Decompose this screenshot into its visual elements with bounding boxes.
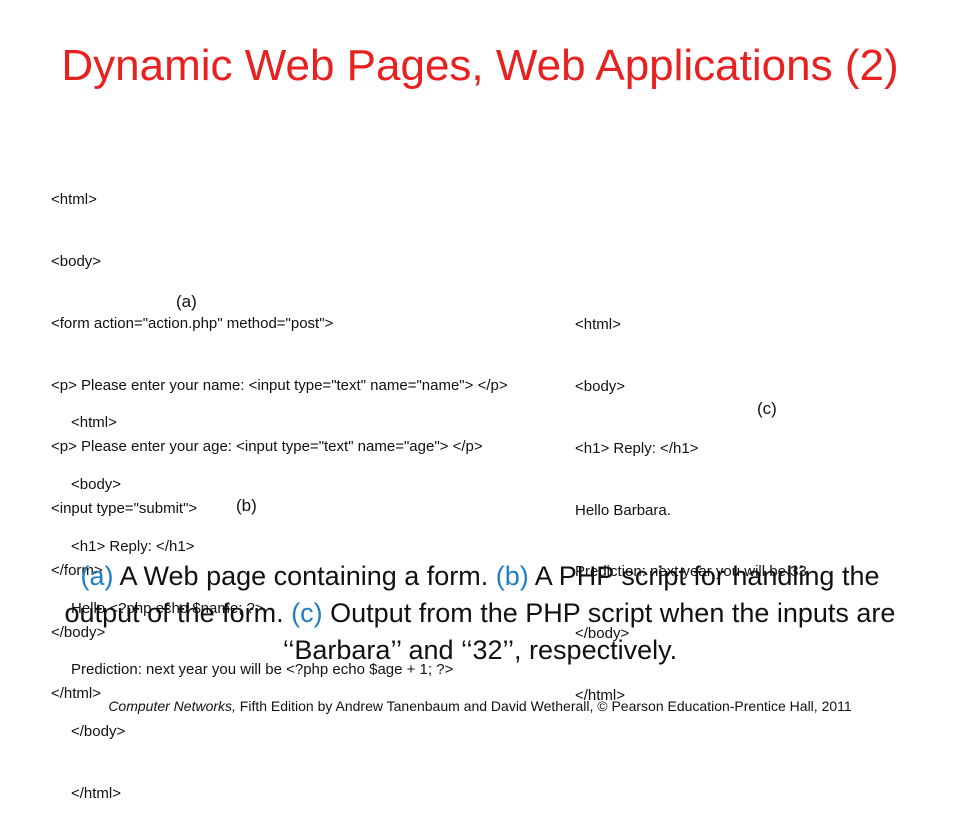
slide-title: Dynamic Web Pages, Web Applications (2) <box>61 41 899 90</box>
caption-tag-b: (b) <box>495 561 529 591</box>
code-line: <h1> Reply: </h1> <box>71 537 195 555</box>
code-line: <h1> Reply: </h1> <box>575 439 699 457</box>
code-line: <html> <box>575 316 621 334</box>
code-line: </html> <box>575 686 626 704</box>
code-line: <form action="action.php" method="post"> <box>51 314 334 332</box>
code-figure-c: <html> <body> <h1> Reply: </h1> Hello Ba… <box>575 274 807 727</box>
figure-label-b: (b) <box>236 496 257 515</box>
code-line: <body> <box>575 377 626 395</box>
code-line: </body> <box>575 625 630 643</box>
code-line: Prediction: next year you will be <?php … <box>71 661 454 679</box>
code-line: <p> Please enter your age: <input type="… <box>51 438 483 456</box>
code-line: </html> <box>71 784 122 802</box>
caption-text-a: A Web page containing a form. <box>113 561 496 591</box>
footer-book-title: Computer Networks, <box>108 698 236 714</box>
code-line: </form> <box>51 561 103 579</box>
code-line: Prediction: next year you will be 33 <box>575 563 807 581</box>
code-line: <body> <box>71 475 122 493</box>
footer-text: Fifth Edition by Andrew Tanenbaum and Da… <box>235 698 852 714</box>
slide-footer: Computer Networks, Fifth Edition by Andr… <box>0 697 960 715</box>
figure-label-a: (a) <box>176 292 197 311</box>
caption-text-c: Output from the PHP script when the inpu… <box>282 598 896 665</box>
code-figure-a: <html> <body> <form action="action.php" … <box>51 149 508 726</box>
code-line: <body> <box>51 252 102 270</box>
code-line: <input type="submit"> <box>51 500 198 518</box>
code-line: </html> <box>51 685 102 703</box>
caption-tag-c: (c) <box>291 598 323 628</box>
figure-label-c: (c) <box>757 399 777 418</box>
code-line: Hello <?php echo $name; ?>. <box>71 599 268 617</box>
caption-text-b: A PHP script for handling the output of … <box>64 561 880 628</box>
code-line: </body> <box>51 623 106 641</box>
code-line: <html> <box>51 191 97 209</box>
code-line: <html> <box>71 414 117 432</box>
caption-tag-a: (a) <box>80 561 114 591</box>
figure-caption: (a) A Web page containing a form. (b) A … <box>40 558 920 669</box>
code-line: </body> <box>71 723 126 741</box>
code-line: Hello Barbara. <box>575 501 671 519</box>
code-line: <p> Please enter your name: <input type=… <box>51 376 508 394</box>
